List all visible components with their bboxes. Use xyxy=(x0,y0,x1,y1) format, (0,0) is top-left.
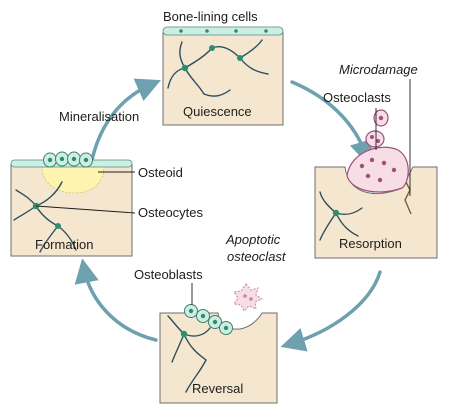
reversal-osteocyte xyxy=(180,330,188,338)
arrow-resorption-to-reversal xyxy=(280,270,382,352)
leader-osteocytes xyxy=(35,205,136,214)
reversal-osteoblasts xyxy=(184,304,233,335)
label-osteoid: Osteoid xyxy=(138,165,183,180)
resorption-osteocyte xyxy=(332,209,340,217)
osteoid-layer xyxy=(41,165,105,194)
quiescence-osteocytes xyxy=(181,45,243,72)
apoptotic-osteoclast-cell xyxy=(233,283,264,312)
formation-panel xyxy=(10,151,133,257)
quiescence-lining-cells xyxy=(162,26,284,36)
stage-label-reversal: Reversal xyxy=(192,381,244,396)
leader-lines xyxy=(35,79,411,305)
label-osteocytes: Osteocytes xyxy=(138,205,204,220)
label-microdamage: Microdamage xyxy=(339,62,418,77)
label-apoptotic-osteoclast-line2: osteoclast xyxy=(227,249,286,264)
resorption-panel xyxy=(314,109,438,259)
quiescence-bone xyxy=(162,32,284,126)
arrow-formation-to-quiescence xyxy=(90,78,161,162)
label-apoptotic-osteoclast-line1: Apoptotic xyxy=(226,232,281,247)
circulating-precursor-cells xyxy=(365,109,389,148)
arrow-reversal-to-formation xyxy=(74,258,158,342)
label-mineralisation: Mineralisation xyxy=(59,109,140,124)
stage-label-quiescence: Quiescence xyxy=(183,104,252,119)
osteoclast-cell xyxy=(346,146,409,193)
quiescence-panel xyxy=(162,26,284,126)
arrow-quiescence-to-resorption xyxy=(290,80,374,166)
formation-osteoblasts xyxy=(43,151,93,168)
label-bone-lining-cells: Bone-lining cells xyxy=(163,9,258,24)
label-osteoclasts: Osteoclasts xyxy=(323,90,391,105)
resorption-bone xyxy=(314,166,438,259)
label-osteoblasts: Osteoblasts xyxy=(134,267,203,282)
microdamage-crack xyxy=(404,179,412,215)
stage-label-resorption: Resorption xyxy=(339,236,402,251)
cycle-arrows xyxy=(74,78,382,352)
reversal-panel xyxy=(159,283,278,404)
stage-label-formation: Formation xyxy=(35,237,94,252)
